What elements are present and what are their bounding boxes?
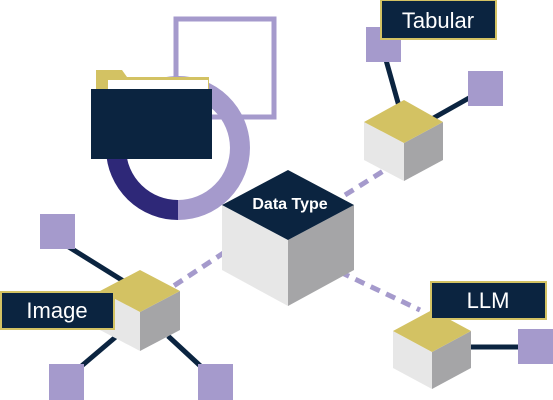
llm-label: LLM	[467, 288, 510, 313]
tabular-label: Tabular	[402, 8, 474, 33]
llm-cube-right	[432, 331, 471, 389]
image-square-icon-3	[198, 364, 233, 400]
image-label-box	[0, 291, 115, 330]
cube-left-face	[222, 205, 288, 306]
llm-square-icon	[518, 329, 553, 364]
folder-front	[91, 89, 212, 159]
tabular-square-icon-2	[468, 71, 503, 106]
image-square-icon-1	[40, 214, 75, 249]
image-node: Image	[0, 214, 233, 400]
cube-top-face	[222, 170, 354, 240]
tabular-cube-left	[364, 122, 404, 181]
folder-icon	[91, 70, 212, 159]
connector-to-llm	[338, 269, 422, 313]
connector-to-tabular	[343, 167, 387, 198]
image-link-1	[62, 241, 127, 285]
connector-to-image	[170, 249, 227, 290]
tabular-cube-top	[364, 100, 443, 143]
tabular-cube-right	[404, 122, 443, 181]
data-type-cube: Data Type	[222, 170, 354, 306]
tabular-node: Tabular	[364, 0, 503, 181]
llm-cube-left	[393, 331, 432, 389]
dashed-connectors	[170, 167, 422, 313]
image-cube-right	[140, 291, 180, 351]
llm-node: LLM	[393, 281, 553, 389]
image-link-2	[76, 333, 120, 371]
image-label: Image	[26, 298, 87, 323]
image-square-icon-2	[49, 364, 84, 400]
llm-cube-top	[393, 310, 471, 352]
center-label: Data Type	[252, 196, 327, 213]
cube-right-face	[288, 205, 354, 306]
image-cube-top	[100, 270, 180, 312]
donut-dark-arc	[106, 149, 179, 220]
tabular-label-box	[380, 0, 497, 40]
llm-label-box	[430, 281, 547, 320]
